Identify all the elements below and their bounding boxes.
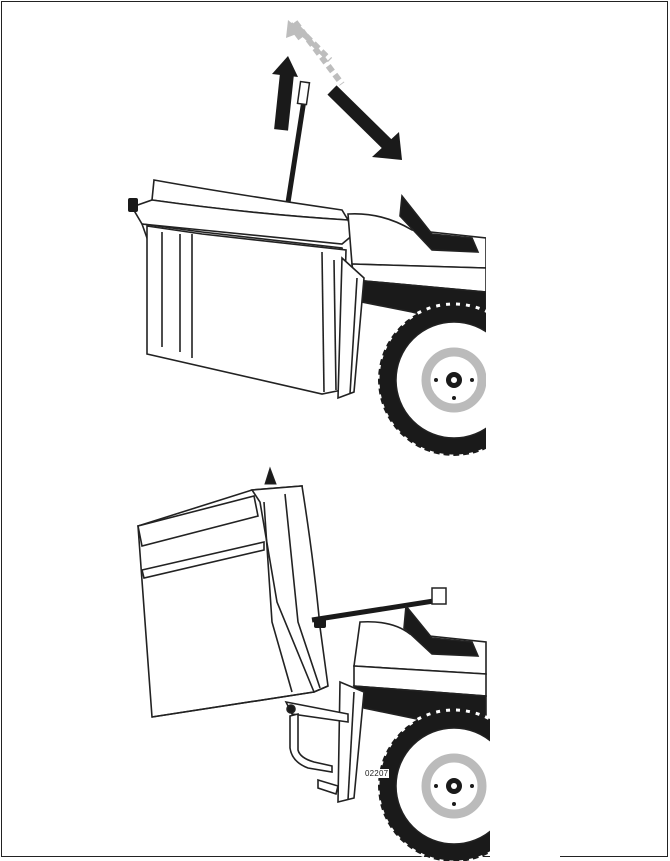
- support-rod: [311, 587, 447, 628]
- figure-reference-code: 02207: [364, 769, 390, 778]
- tractor-body-bottom: [337, 603, 487, 804]
- swing-down-arrow: [327, 85, 402, 160]
- top-panel: [128, 20, 556, 472]
- swing-trail-tip: [286, 20, 302, 38]
- grass-bag-tilted: [137, 485, 329, 718]
- bottom-panel: [137, 466, 560, 861]
- grass-bag-closed: [130, 179, 355, 395]
- lift-up-arrow: [272, 56, 298, 131]
- bag-latch-knob: [128, 198, 138, 212]
- crop-mask-top: [486, 192, 556, 472]
- crop-mask-bottom: [490, 602, 560, 858]
- bag-top-knob: [264, 466, 277, 485]
- mounting-bracket: [284, 700, 349, 796]
